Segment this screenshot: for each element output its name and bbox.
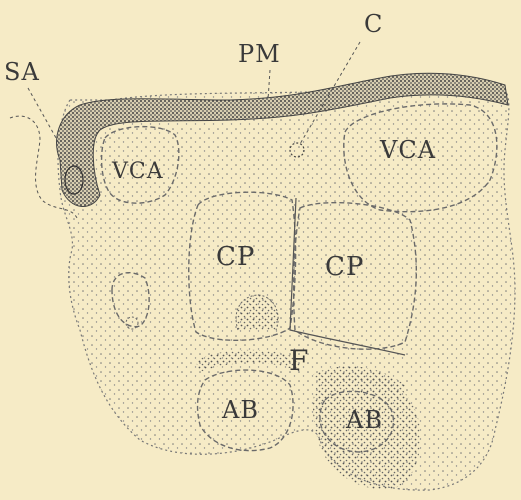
label-f: F <box>289 344 309 377</box>
body-outline <box>58 84 515 490</box>
label-pm: PM <box>238 40 281 68</box>
sa-leader-line <box>28 88 60 145</box>
label-cp-left: CP <box>216 242 255 272</box>
label-vca-right: VCA <box>379 136 436 164</box>
label-c: C <box>364 10 383 38</box>
label-ab-right: AB <box>345 406 383 434</box>
label-ab-left: AB <box>221 396 259 424</box>
label-vca-left: VCA <box>111 159 164 184</box>
label-sa: SA <box>4 58 40 86</box>
label-cp-right: CP <box>325 252 364 282</box>
